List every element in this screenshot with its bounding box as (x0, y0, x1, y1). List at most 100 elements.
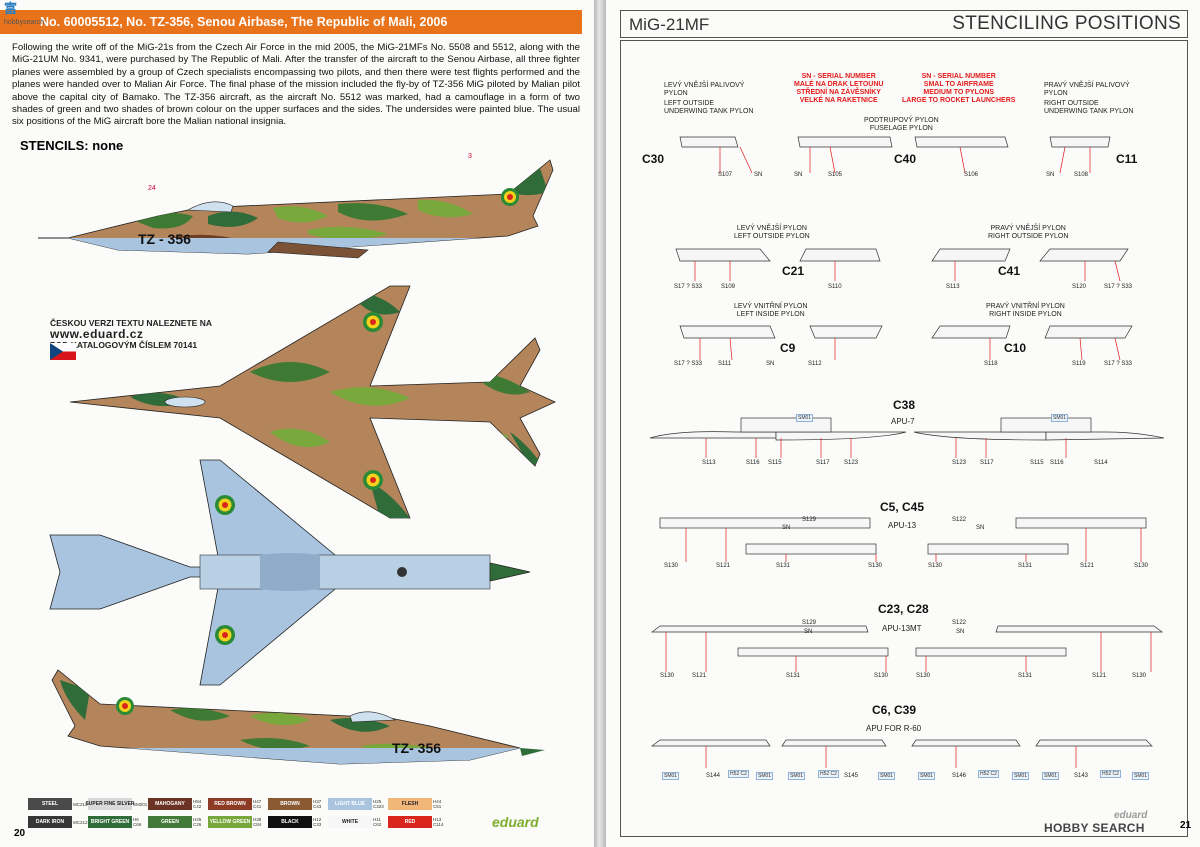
stencil-s119: S119 (1072, 361, 1086, 367)
code-c30: C30 (642, 152, 665, 166)
apu13-label: APU-13 (888, 521, 917, 530)
apu7-s116: S116 (746, 460, 760, 466)
apu7-s123-b: S123 (952, 460, 967, 466)
row2-pylon-drawings (675, 248, 1129, 282)
apur60-sm01-e: SM01 (918, 772, 936, 780)
paint-code: H37 C43 (313, 799, 322, 809)
apu7-s113: S113 (702, 460, 716, 466)
code-c6-c39: C6, C39 (872, 703, 917, 717)
left-page: No. 60005512, No. TZ-356, Senou Airbase,… (0, 0, 594, 847)
apur60-drawing (650, 739, 1153, 768)
aircraft-side-view-right: TZ- 356 (51, 669, 545, 765)
paint-code: H47 C41 (253, 799, 262, 809)
color-swatch: WHITE (328, 816, 372, 828)
stencil-s111: S111 (718, 361, 732, 367)
apu7-sm01-left: SM01 (796, 414, 814, 422)
apur60-sm01-f: SM01 (1012, 772, 1030, 780)
apu7-drawing (649, 417, 1165, 458)
stencil-s105: S105 (828, 172, 843, 178)
apur60-s143: S143 (1074, 773, 1089, 779)
apur60-sm01-c: SM01 (788, 772, 806, 780)
page-number-left: 20 (14, 828, 26, 839)
color-swatch: BRIGHT GREEN (88, 816, 132, 828)
callout-3: 3 (468, 153, 472, 160)
code-c11: C11 (1116, 152, 1138, 166)
stencil-s109: S109 (721, 284, 736, 290)
paint-code: H84 C42 (193, 799, 202, 809)
apu13mt-s122: S122 (952, 620, 967, 626)
apu13-s122: S122 (952, 517, 967, 523)
apu13mt-sn-b: SN (956, 629, 965, 635)
paint-code: H44 C51 (433, 799, 442, 809)
apur60-sm01-b: SM01 (756, 772, 774, 780)
color-swatch: RED (388, 816, 432, 828)
apu7-s116-b: S116 (1050, 460, 1064, 466)
apu13-s130-b: S130 (868, 563, 883, 569)
apu13-sn-a: SN (782, 525, 791, 531)
apu7-s115-b: S115 (1030, 460, 1044, 466)
apu13mt-s130-c: S130 (916, 673, 931, 679)
apur60-h52-d: H52 C2 (1100, 770, 1121, 778)
stencil-s107: S107 (718, 172, 733, 178)
stencil-s106: S106 (964, 172, 979, 178)
color-swatch: DARK IRON (28, 816, 72, 828)
eduard-logo-right: eduard (1114, 810, 1148, 821)
apur60-s145: S145 (844, 773, 859, 779)
paint-code: H26 C26 (193, 817, 202, 827)
apur60-s144: S144 (706, 773, 721, 779)
czech-flag-icon (50, 343, 76, 360)
code-c41: C41 (998, 264, 1021, 278)
apu13mt-s121-a: S121 (692, 673, 707, 679)
aircraft-top-view (70, 285, 556, 519)
code-c40: C40 (894, 152, 917, 166)
color-swatch: STEEL (28, 798, 72, 810)
apu13-s121-a: S121 (716, 563, 731, 569)
stencil-sn-2: SN (794, 172, 803, 178)
apu13mt-s131-a: S131 (786, 673, 801, 679)
apu7-sm01-right: SM01 (1051, 414, 1069, 422)
czech-note-line-1: ČESKOU VERZI TEXTU NALEZNETE NA (50, 318, 212, 328)
apu7-s115: S115 (768, 460, 782, 466)
serial-side: TZ - 356 (138, 231, 191, 247)
apu13-s131-b: S131 (1018, 563, 1033, 569)
paint-code: MC213 (73, 801, 88, 807)
apu7-label: APU-7 (891, 417, 915, 426)
apur60-sm01-a: SM01 (662, 772, 680, 780)
stencil-s108: S108 (1074, 172, 1089, 178)
apu13-s130-a: S130 (664, 563, 679, 569)
code-c9: C9 (780, 341, 796, 355)
color-swatch: FLESH (388, 798, 432, 810)
czech-note-url[interactable]: www.eduard.cz (50, 327, 144, 341)
apu13mt-s130-d: S130 (1132, 673, 1147, 679)
color-swatch: MAHOGANY (148, 798, 192, 810)
czech-note-line-3: POD KATALOGOVÝM ČÍSLEM 70141 (50, 340, 198, 350)
apur60-sm01-d: SM01 (878, 772, 896, 780)
color-swatch: YELLOW GREEN (208, 816, 252, 828)
apur60-sm01-g: SM01 (1042, 772, 1060, 780)
paint-code: H12 C33 (313, 817, 322, 827)
apu13mt-s131-b: S131 (1018, 673, 1033, 679)
stencil-s17-s33-d: S17 ? S33 (1104, 361, 1133, 367)
paint-code: H13 C114 (433, 817, 444, 827)
code-c21: C21 (782, 264, 805, 278)
hobbysearch-watermark: HOBBY SEARCH (1044, 821, 1145, 835)
eduard-logo-left: eduard (492, 814, 539, 830)
stencil-s110: S110 (828, 284, 842, 290)
